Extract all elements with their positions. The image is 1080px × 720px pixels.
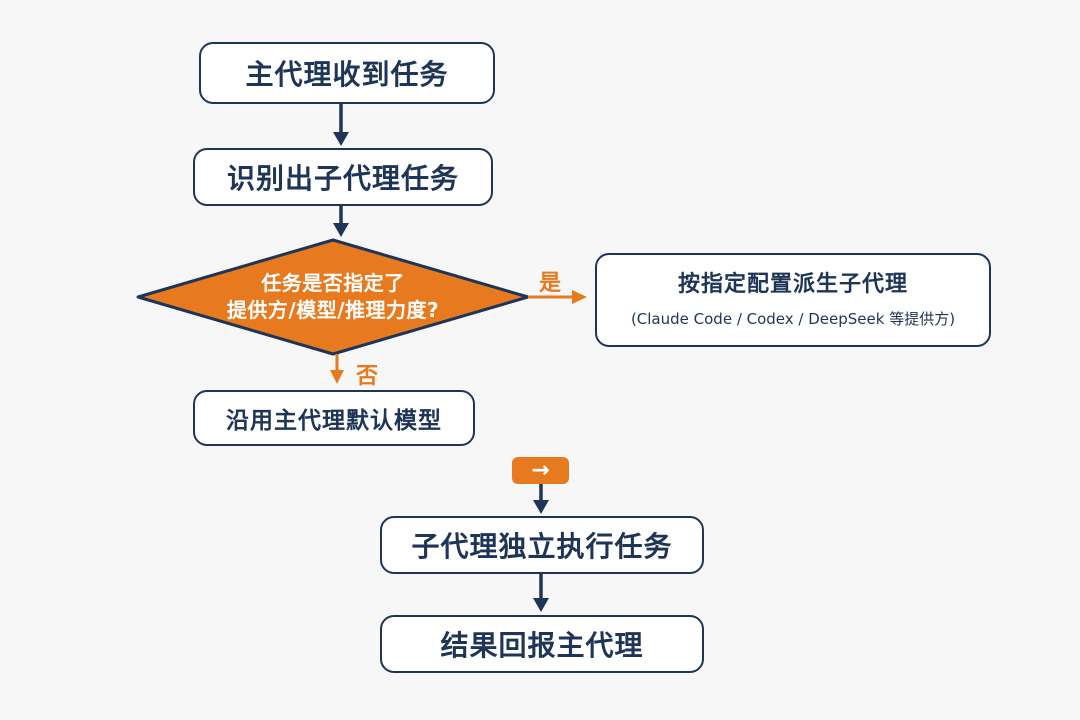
connector-arrowhead xyxy=(533,598,549,612)
node-use-main-agent-default-model: 沿用主代理默认模型 xyxy=(193,390,475,446)
node-spawn-subagent-title: 按指定配置派生子代理 xyxy=(677,272,908,298)
node-main-agent-receives-task: 主代理收到任务 xyxy=(199,42,495,104)
node-results-return-to-main-agent: 结果回报主代理 xyxy=(380,615,704,673)
decision-text-line1: 任务是否指定了 xyxy=(261,271,405,295)
node-spawn-subagent-with-config: 按指定配置派生子代理 (Claude Code / Codex / DeepSe… xyxy=(595,253,991,347)
decision-diamond xyxy=(136,238,530,356)
arrow-right-icon: → xyxy=(512,457,569,484)
node-identify-subagent-task: 识别出子代理任务 xyxy=(193,148,493,206)
connector-arrowhead-yes xyxy=(572,290,587,304)
branch-label-no: 否 xyxy=(356,364,379,389)
branch-label-yes: 是 xyxy=(539,271,562,296)
connector-arrowhead xyxy=(333,132,349,146)
connector-arrowhead xyxy=(333,223,349,237)
connector-arrowhead xyxy=(533,500,549,514)
decision-node: 任务是否指定了 提供方/模型/推理力度? xyxy=(138,240,528,354)
connector-arrowhead-no xyxy=(330,370,344,384)
node-spawn-subagent-providers: (Claude Code / Codex / DeepSeek 等提供方) xyxy=(630,309,956,328)
decision-text-line2: 提供方/模型/推理力度? xyxy=(226,298,440,322)
node-subagent-executes-task: 子代理独立执行任务 xyxy=(380,516,704,574)
